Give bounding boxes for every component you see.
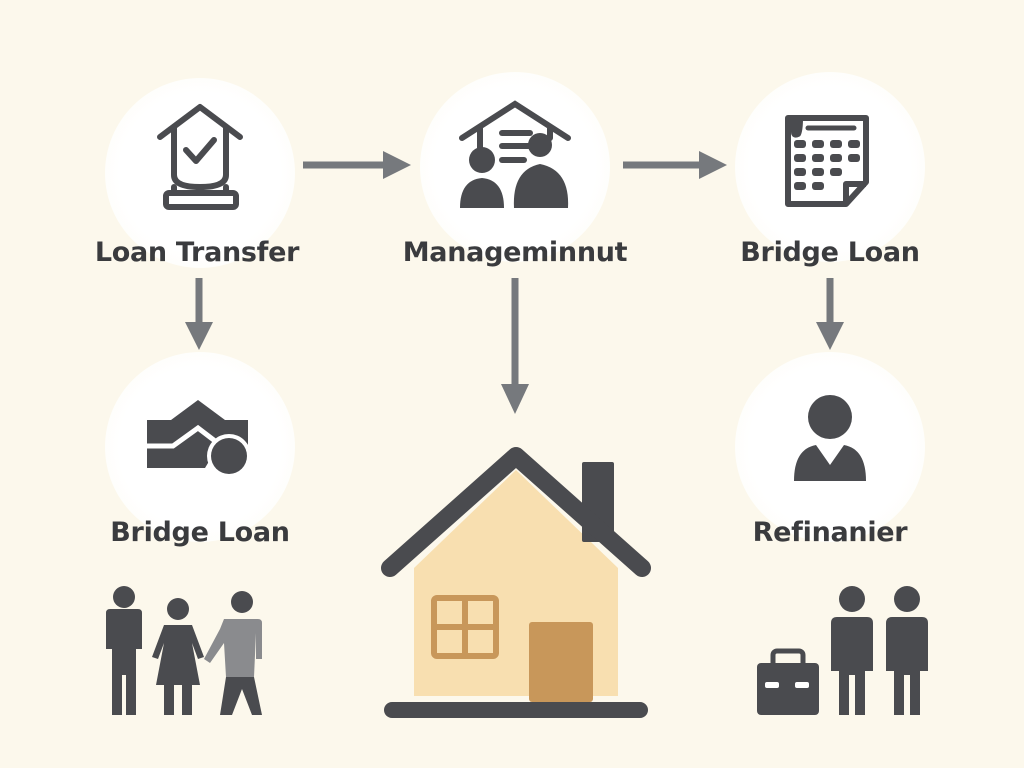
- node-label-refinancer: Refinanier: [752, 517, 908, 548]
- node-label-management: Manageminnut: [402, 237, 628, 268]
- calendar-icon: [785, 115, 869, 207]
- node-circle-refinancer: [735, 352, 925, 542]
- node-circle-bridge-loan-top: [735, 72, 925, 262]
- house-people-icon: [459, 100, 571, 208]
- person-icon: [794, 395, 866, 481]
- family-people-icon: [106, 586, 262, 715]
- house-check-icon: [157, 104, 243, 210]
- arrow-down-icon: [816, 278, 844, 350]
- house-icon: [381, 447, 651, 718]
- arrow-right-icon: [623, 151, 727, 179]
- arrow-down-icon: [501, 278, 529, 414]
- node-label-loan-transfer: Loan Transfer: [94, 237, 300, 268]
- business-people-briefcase-icon: [757, 586, 928, 715]
- node-label-bridge-loan-bottom: Bridge Loan: [110, 517, 290, 548]
- bridge-coin-icon: [147, 400, 251, 478]
- node-label-bridge-loan-top: Bridge Loan: [740, 237, 920, 268]
- arrow-down-icon: [185, 278, 213, 350]
- arrow-right-icon: [303, 151, 411, 179]
